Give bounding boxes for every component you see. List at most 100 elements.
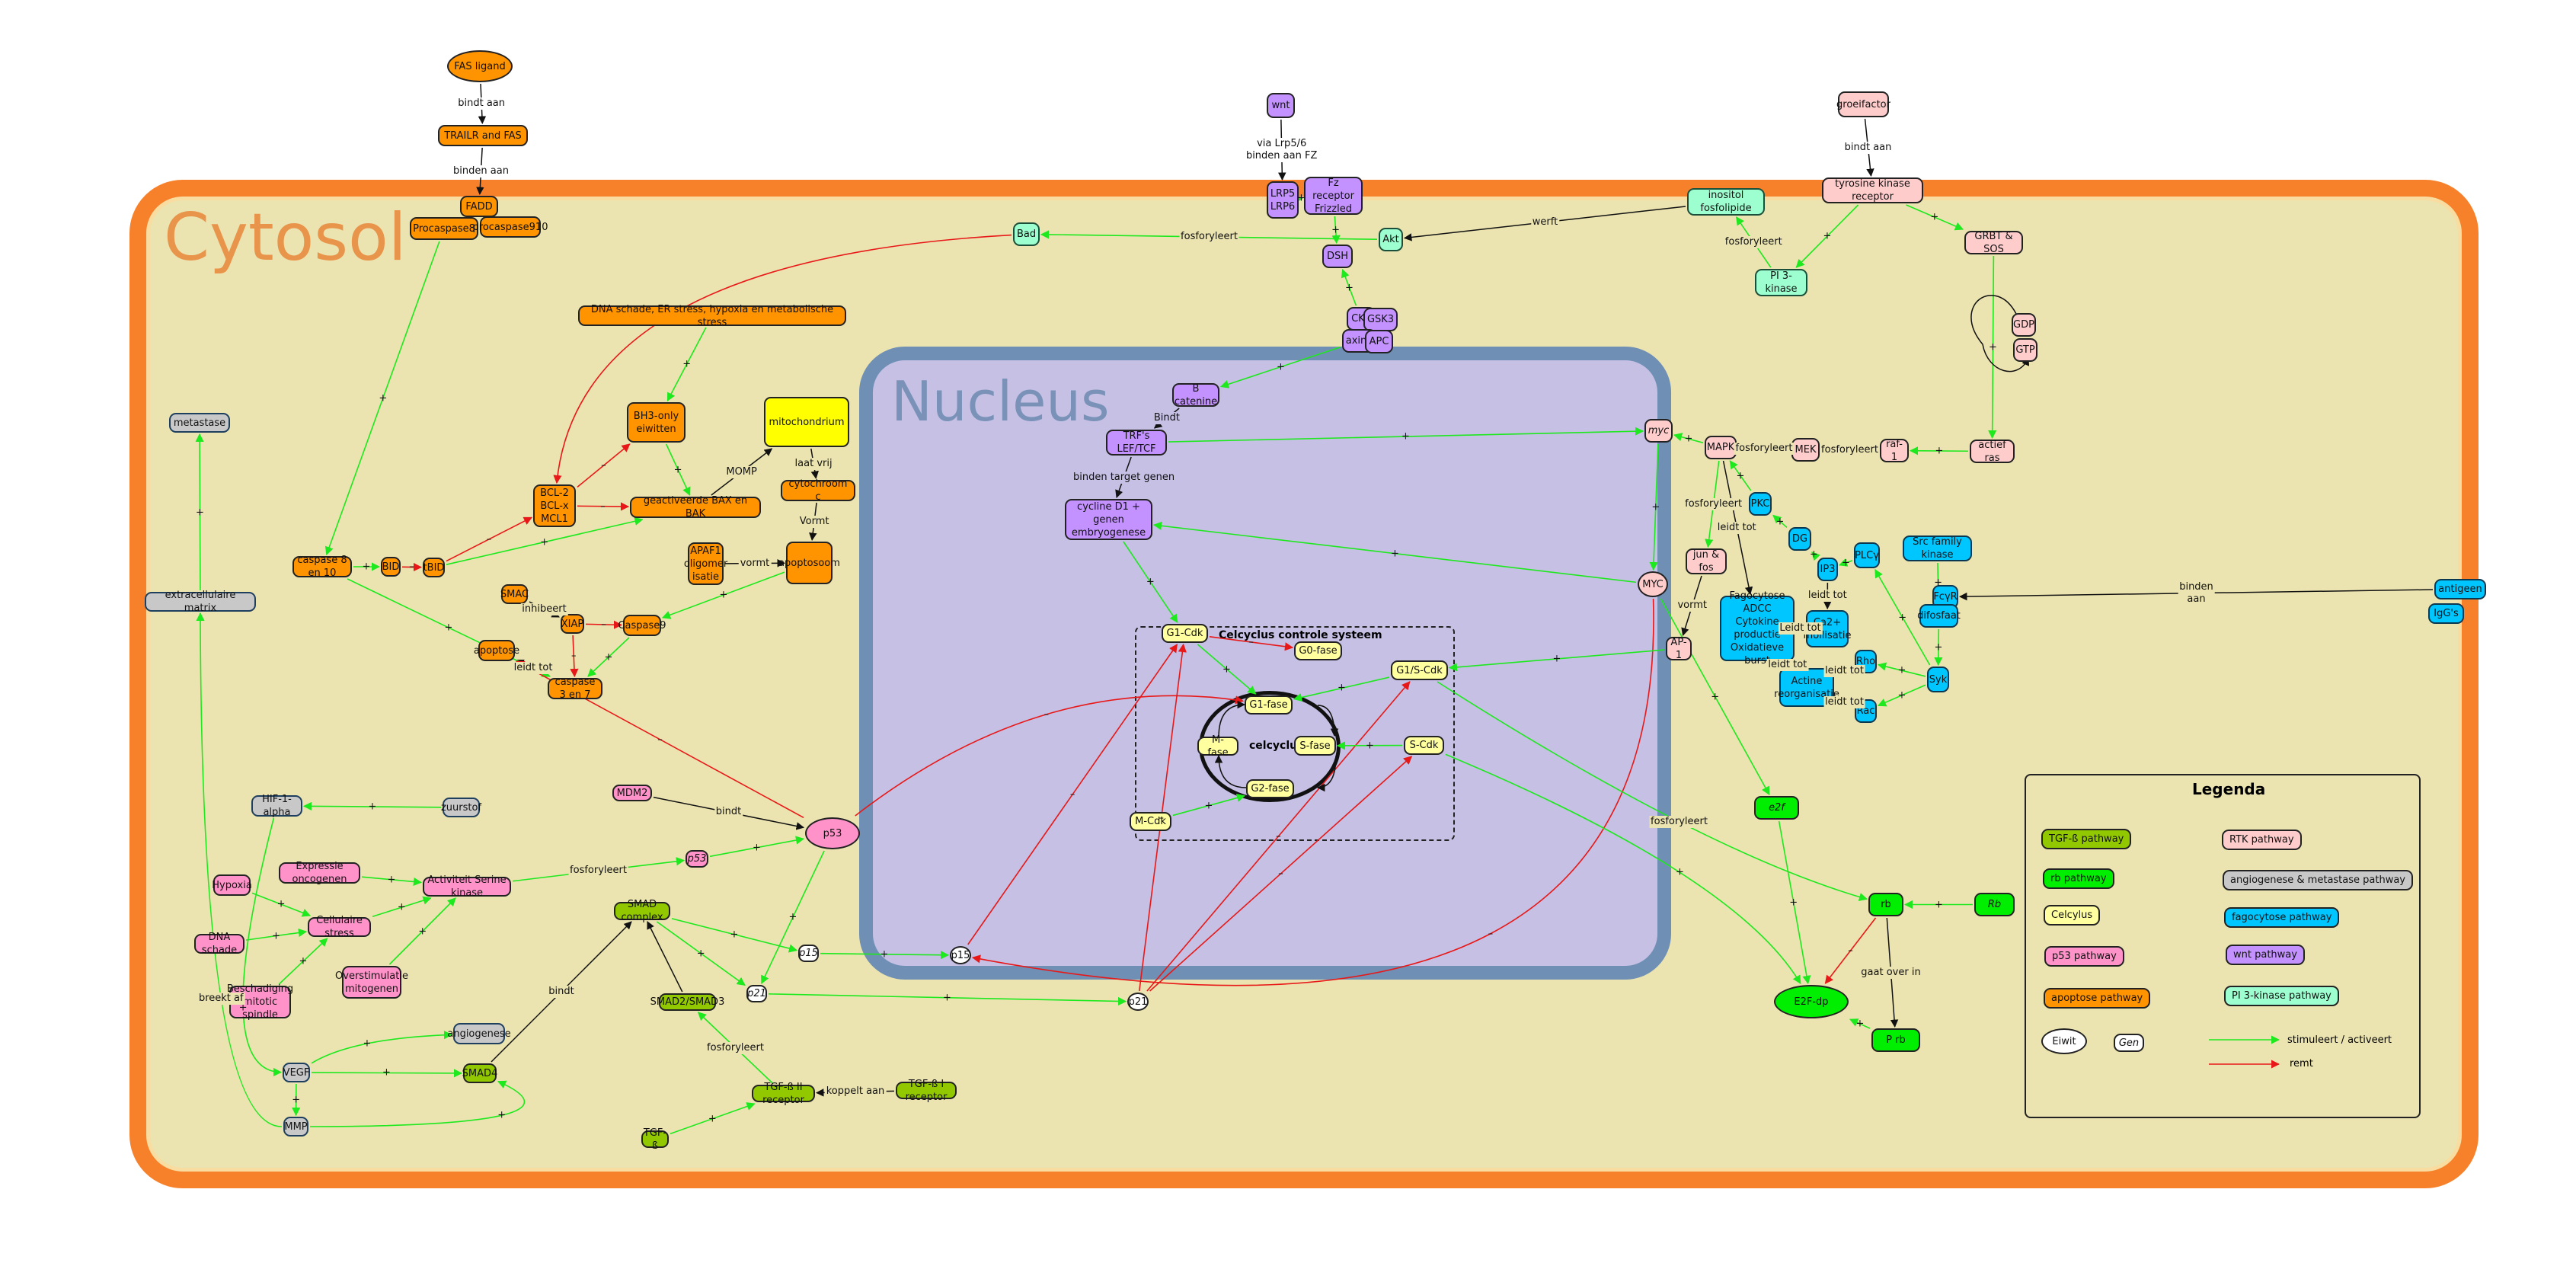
node-casp37[interactable]: caspase 3 en 7 [548,676,602,701]
node-casp9[interactable]: Caspase9 [618,615,666,636]
node-apaf1[interactable]: APAF1 oligomer isatie [684,542,727,585]
node-p15-gene[interactable]: p15 [798,945,819,962]
node-fas-ligand[interactable]: FAS ligand [447,50,513,82]
node-e2f-gene[interactable]: e2f [1754,796,1799,820]
node-serine[interactable]: Activiteit Serine kinase [423,874,511,899]
node-plcy[interactable]: PLCγ [1854,542,1880,568]
node-cyclinD1[interactable]: cycline D1 + genen embryogenese [1065,499,1152,540]
node-e2fdp[interactable]: E2F-dp [1774,985,1849,1018]
node-p21[interactable]: p21 [1127,993,1149,1011]
node-bh3[interactable]: BH3-only eiwitten [627,402,686,443]
node-apoptose[interactable]: apoptose [474,640,519,661]
node-pkc[interactable]: PKC [1749,492,1772,516]
node-tgfb2r[interactable]: TGF-ß II receptor [752,1082,815,1106]
node-tbid[interactable]: tBID [423,558,445,577]
node-sfase[interactable]: S-fase [1294,736,1336,756]
node-mapk[interactable]: MAPK [1705,436,1737,459]
node-syk[interactable]: Syk [1927,667,1949,692]
node-mdm2[interactable]: MDM2 [612,785,652,801]
node-dna-stress[interactable]: DNA schade, ER stress, hypoxia en metabo… [578,304,846,328]
node-procaspase910[interactable]: procaspase910 [473,216,548,238]
node-rb-gene[interactable]: Rb [1974,893,2015,916]
node-lrp[interactable]: LRP5 LRP6 [1267,181,1299,219]
node-g1s-cdk[interactable]: G1/S-Cdk [1391,660,1448,680]
node-fz[interactable]: Fz receptor Frizzled [1304,177,1363,215]
node-scdk[interactable]: S-Cdk [1404,736,1444,755]
node-hypoxia[interactable]: Hypoxia [212,874,252,896]
node-p15[interactable]: p15 [950,946,971,964]
node-p53[interactable]: p53 [805,817,860,849]
legend-item: fagocytose pathway [2224,907,2340,928]
node-antigeen[interactable]: antigeen [2434,579,2486,599]
node-apc[interactable]: APC [1365,330,1393,353]
node-metastase[interactable]: metastase [169,413,230,433]
node-bcl2[interactable]: BCL-2 BCL-x MCL1 [533,484,576,527]
node-g1fase[interactable]: G1-fase [1245,695,1293,715]
node-cytc[interactable]: cytochroom c [781,478,855,503]
node-myc-gene[interactable]: myc [1644,419,1673,443]
node-ip3[interactable]: IP3 [1817,558,1838,581]
node-mfase[interactable]: M-fase [1197,734,1238,759]
node-gtp[interactable]: GTP [2013,338,2037,362]
node-xiap[interactable]: XIAP [561,614,584,634]
node-bad[interactable]: Bad [1013,222,1040,246]
node-dna-schade[interactable]: DNA schade [194,932,244,956]
node-bax-bak[interactable]: geactiveerde BAX en BAK [630,495,761,520]
node-cell-stress[interactable]: Cellulaire stress [308,915,371,939]
node-src[interactable]: Src family kinase [1903,535,1972,561]
node-mmp[interactable]: MMP [283,1117,308,1137]
node-angiogenese[interactable]: angiogenese [447,1023,511,1044]
node-myc[interactable]: MYC [1638,571,1668,597]
node-difosfaat[interactable]: difosfaat [1917,604,1961,628]
node-fadd[interactable]: FADD [460,196,498,217]
node-g0[interactable]: G0-fase [1294,641,1342,660]
node-tgfb[interactable]: TGF-ß [641,1127,669,1152]
node-mito[interactable]: mitochondrium [764,397,849,447]
node-smad4[interactable]: SMAD4 [462,1063,497,1083]
node-pi3k[interactable]: PI 3-kinase [1755,269,1807,296]
node-junfos[interactable]: jun & fos [1686,548,1727,574]
node-apoptosoom[interactable]: apoptosoom [778,542,840,584]
node-p53-gene[interactable]: p53 [686,850,708,868]
node-g1cdk[interactable]: G1-Cdk [1162,624,1208,643]
node-trailr-fas[interactable]: TRAILR and FAS [438,125,528,146]
node-expr-onco[interactable]: Expressie oncogenen [279,861,360,885]
node-gdp[interactable]: GDP [2012,313,2036,337]
node-prb[interactable]: P rb [1871,1028,1920,1052]
cell-cycle-control-box [1135,626,1455,841]
node-akt[interactable]: Akt [1379,228,1403,251]
node-wnt[interactable]: wnt [1267,93,1295,118]
node-besch[interactable]: Beschadiging mitotic spindle [226,983,294,1021]
node-smad-complex[interactable]: SMAD complex [614,899,670,923]
edge-p15-gene-to-p15 [820,951,950,960]
node-p21-gene[interactable]: p21 [746,985,767,1002]
node-overstim[interactable]: Overstimulatie mitogenen [335,966,408,999]
node-mek[interactable]: MEK [1791,438,1820,462]
node-iggs[interactable]: IgG's [2428,603,2464,624]
node-tkr[interactable]: tyrosine kinase receptor [1822,177,1923,203]
node-hif[interactable]: HIF-1-alpha [251,794,302,818]
node-trf[interactable]: TRF's LEF/TCF [1106,430,1167,456]
node-dsh[interactable]: DSH [1322,245,1353,268]
node-smad23[interactable]: SMAD2/SMAD3 [650,993,724,1011]
node-rb[interactable]: rb [1868,893,1903,916]
node-bcat[interactable]: B catenine [1172,383,1219,408]
node-smac[interactable]: SMAC [500,584,529,604]
node-mcdk[interactable]: M-Cdk [1130,812,1171,831]
node-tgfb1r[interactable]: TGF-ß I receptor [896,1079,957,1103]
node-ap1[interactable]: AP-1 [1666,637,1692,661]
node-dg[interactable]: DG [1788,527,1811,551]
node-raf[interactable]: raf-1 [1880,439,1909,463]
node-g2fase[interactable]: G2-fase [1246,779,1294,798]
node-casp810[interactable]: caspase 8 en 10 [292,555,352,579]
node-gsk3[interactable]: GSK3 [1363,308,1398,331]
node-groeifactor[interactable]: groeifactor [1836,91,1890,117]
node-ecm[interactable]: extracellulaire matrix [145,590,256,614]
node-inositol[interactable]: inositol fosfolipide [1687,188,1765,216]
node-bid[interactable]: BID [381,557,401,577]
node-ras[interactable]: actief ras [1970,440,2015,464]
node-zuurstof[interactable]: zuurstof [441,798,481,817]
node-vegf[interactable]: VEGF [283,1063,310,1082]
node-grbt[interactable]: GRBT & SOS [1964,231,2023,255]
node-procaspase8[interactable]: Procaspase8 [410,217,478,240]
